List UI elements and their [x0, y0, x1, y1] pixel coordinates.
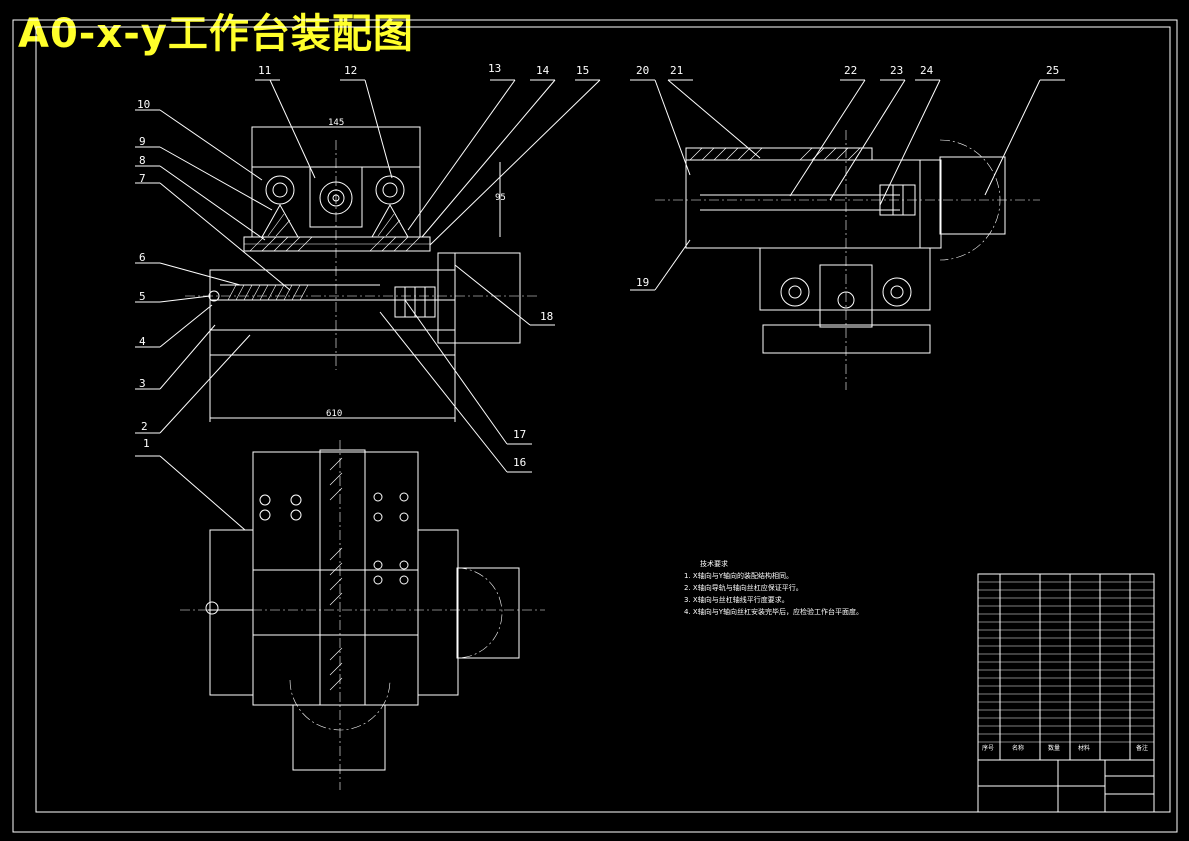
dim-width-top: 145	[328, 118, 344, 128]
outer-border	[12, 19, 1178, 833]
inner-border	[35, 26, 1171, 813]
note-1: 1. X轴向与Y轴向的装配结构相同。	[684, 571, 793, 580]
part-label-12: 12	[344, 64, 357, 77]
part-label-16: 16	[513, 456, 526, 469]
table-header-name: 名称	[1012, 744, 1024, 752]
part-label-6: 6	[139, 251, 146, 264]
drawing-title: A0-x-y工作台装配图	[18, 11, 414, 57]
table-header-remark: 备注	[1136, 744, 1148, 752]
table-header-no: 序号	[982, 744, 994, 752]
part-label-2: 2	[141, 420, 148, 433]
part-label-14: 14	[536, 64, 550, 77]
part-label-23: 23	[890, 64, 903, 77]
part-label-3: 3	[139, 377, 146, 390]
notes-heading: 技术要求	[700, 559, 728, 568]
dim-width-bottom: 610	[326, 409, 342, 419]
front-view	[185, 126, 540, 422]
side-view	[655, 130, 1040, 390]
part-label-10: 10	[137, 98, 150, 111]
plan-view	[180, 440, 545, 790]
part-label-21: 21	[670, 64, 683, 77]
part-label-20: 20	[636, 64, 649, 77]
part-label-1: 1	[143, 437, 150, 450]
side-leader-lines	[630, 79, 1065, 291]
part-label-13: 13	[488, 62, 501, 75]
note-2: 2. X轴向导轨与轴向丝杠应保证平行。	[684, 583, 803, 592]
parts-table	[977, 573, 1155, 813]
part-label-8: 8	[139, 154, 146, 167]
table-header-qty: 数量	[1048, 744, 1060, 752]
part-label-5: 5	[139, 290, 146, 303]
part-label-18: 18	[540, 310, 553, 323]
part-label-11: 11	[258, 64, 271, 77]
part-label-25: 25	[1046, 64, 1059, 77]
part-label-24: 24	[920, 64, 934, 77]
note-3: 3. X轴向与丝杠轴线平行度要求。	[684, 595, 789, 604]
dim-height: 95	[495, 193, 506, 203]
part-label-17: 17	[513, 428, 526, 441]
part-label-9: 9	[139, 135, 146, 148]
part-label-19: 19	[636, 276, 649, 289]
leader-lines	[135, 79, 601, 531]
part-label-7: 7	[139, 172, 146, 185]
table-header-material: 材料	[1078, 744, 1090, 752]
part-label-15: 15	[576, 64, 589, 77]
part-label-22: 22	[844, 64, 857, 77]
note-4: 4. X轴向与Y轴向丝杠安装完毕后，应检验工作台平面度。	[684, 607, 863, 616]
part-label-4: 4	[139, 335, 146, 348]
